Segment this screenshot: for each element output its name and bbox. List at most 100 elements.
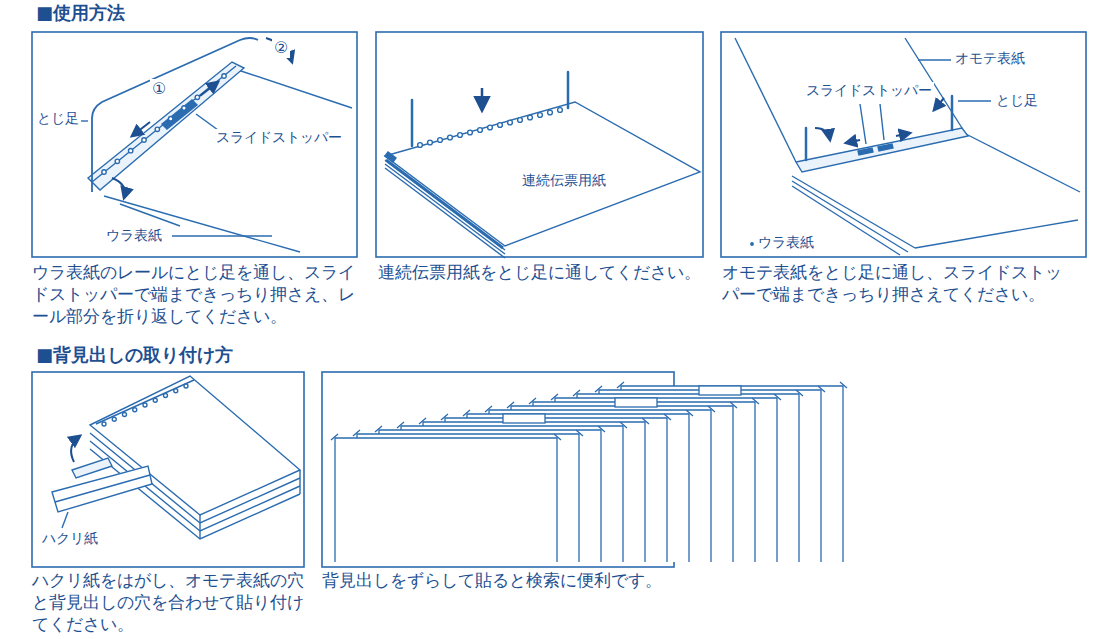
arrow bbox=[896, 133, 910, 136]
callout-number: ② bbox=[272, 38, 290, 58]
panel-1-art bbox=[70, 38, 352, 252]
hole bbox=[164, 394, 168, 398]
panel-frame bbox=[32, 372, 304, 567]
binding-leg bbox=[92, 38, 258, 192]
rail bbox=[796, 128, 968, 172]
release-paper bbox=[72, 458, 112, 478]
part-label: ウラ表紙 bbox=[104, 227, 164, 245]
part-label: ウラ表紙 bbox=[756, 234, 816, 252]
hole bbox=[518, 118, 523, 123]
binding-leg bbox=[805, 128, 808, 160]
arrow bbox=[71, 436, 80, 462]
arrow bbox=[815, 128, 830, 140]
part-label: 連続伝票用紙 bbox=[520, 172, 608, 190]
slide-stopper bbox=[878, 144, 893, 151]
hole bbox=[182, 106, 186, 110]
hole bbox=[558, 108, 563, 113]
instruction-text: 連続伝票用紙をとじ足に通してください。 bbox=[378, 262, 708, 284]
section-heading: ■背見出しの取り付け方 bbox=[36, 343, 233, 366]
folder-outline bbox=[335, 438, 557, 562]
hole bbox=[155, 127, 159, 131]
hole bbox=[133, 408, 137, 412]
hole bbox=[123, 413, 127, 417]
hole bbox=[168, 116, 172, 120]
hole bbox=[142, 138, 146, 142]
cover-fold bbox=[96, 380, 194, 424]
hole bbox=[153, 398, 157, 402]
cover-edge bbox=[104, 196, 300, 252]
cover-edge bbox=[120, 204, 180, 226]
hole bbox=[458, 133, 463, 138]
hole bbox=[112, 417, 116, 421]
hole bbox=[548, 110, 553, 115]
hole bbox=[184, 384, 188, 388]
arrow bbox=[200, 82, 218, 96]
hole bbox=[128, 148, 132, 152]
illustration-part bbox=[32, 32, 1086, 567]
leader-line bbox=[958, 100, 991, 101]
cover-edge bbox=[735, 38, 796, 162]
hole bbox=[143, 403, 147, 407]
part-label: オモテ表紙 bbox=[953, 50, 1027, 68]
hole bbox=[102, 170, 106, 174]
binding-leg bbox=[411, 100, 414, 146]
part-label: とじ足 bbox=[35, 110, 81, 128]
hole bbox=[428, 140, 433, 145]
leader-line bbox=[172, 235, 272, 236]
part-label: とじ足 bbox=[994, 92, 1040, 110]
instruction-text: ハクリ紙をはがし、オモテ表紙の穴と背見出しの穴を合わせて貼り付けてください。 bbox=[32, 570, 318, 635]
hole bbox=[222, 74, 226, 78]
rail-holes bbox=[102, 74, 226, 174]
cover bbox=[90, 376, 300, 515]
arrow bbox=[132, 122, 150, 136]
part-label: スライドストッパー bbox=[214, 129, 344, 147]
panel-2-art bbox=[385, 72, 700, 258]
hole bbox=[174, 389, 178, 393]
cover-edge bbox=[962, 132, 1080, 192]
panel-5-art bbox=[331, 382, 847, 562]
folder-hook bbox=[441, 414, 671, 420]
folder-hook bbox=[397, 422, 627, 428]
arrow bbox=[846, 140, 860, 143]
panel-4-art bbox=[52, 376, 300, 539]
hole bbox=[498, 123, 503, 128]
folder-hook bbox=[463, 410, 693, 416]
spine-label-fold bbox=[55, 475, 150, 502]
instruction-text: オモテ表紙をとじ足に通し、スライドストッパーで端まできっちり押さえてください。 bbox=[722, 262, 1067, 306]
part-label: ハクリ紙 bbox=[40, 530, 100, 548]
leader-dot bbox=[751, 243, 753, 245]
hole bbox=[538, 113, 543, 118]
hole bbox=[488, 125, 493, 130]
folder-hook bbox=[573, 390, 803, 396]
rail-line bbox=[92, 66, 236, 182]
stack-edge bbox=[299, 470, 300, 494]
spine-holes bbox=[102, 384, 188, 426]
spine-tab bbox=[503, 414, 545, 423]
spine-tab bbox=[699, 386, 741, 395]
leader-line bbox=[918, 59, 951, 60]
slide-stopper bbox=[858, 148, 873, 155]
arrow bbox=[266, 38, 292, 62]
binding-leg bbox=[567, 72, 570, 108]
stack-edge bbox=[199, 515, 200, 539]
hole bbox=[508, 120, 513, 125]
slide-stopper bbox=[162, 100, 197, 129]
instruction-text: 背見出しをずらして貼ると検索に便利です。 bbox=[322, 570, 692, 592]
hole bbox=[448, 135, 453, 140]
section-heading: ■使用方法 bbox=[36, 1, 125, 24]
hole bbox=[478, 128, 483, 133]
folder-hook bbox=[375, 426, 605, 432]
panel-frame bbox=[376, 32, 703, 257]
arrow bbox=[112, 178, 125, 198]
panel-frame bbox=[322, 372, 674, 567]
panel-frame bbox=[32, 32, 357, 257]
paper-holes bbox=[418, 108, 563, 148]
leader-line bbox=[880, 104, 884, 140]
part-label: スライドストッパー bbox=[804, 82, 934, 100]
hole bbox=[528, 115, 533, 120]
instruction-text: ウラ表紙のレールにとじ足を通し、スライドストッパーで端まできっちり押さえ、レール… bbox=[32, 262, 368, 327]
spine-tab bbox=[615, 398, 657, 407]
rail bbox=[88, 62, 244, 190]
cover-edge bbox=[238, 70, 352, 108]
paper bbox=[385, 102, 700, 246]
